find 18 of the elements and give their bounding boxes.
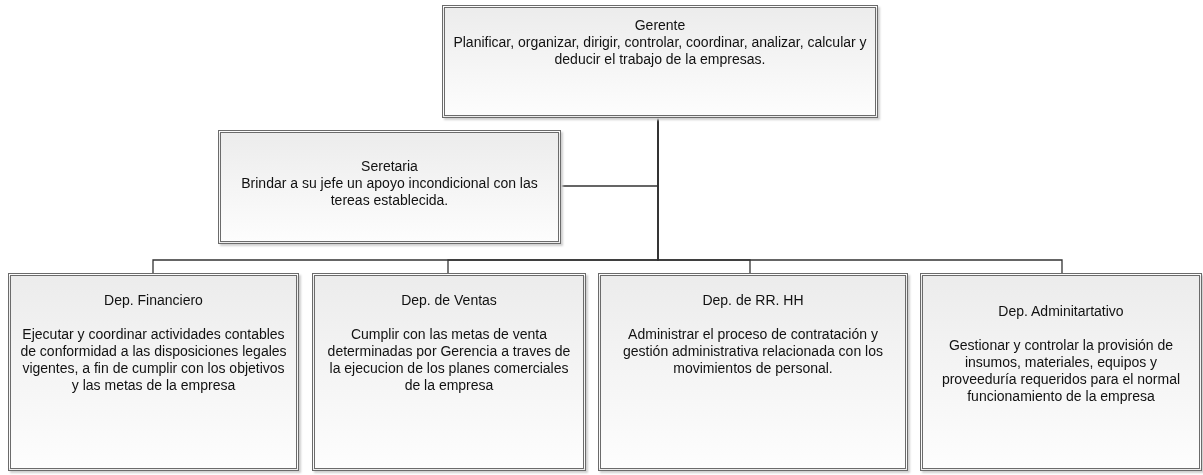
role-title: Dep. de RR. HH	[702, 292, 804, 309]
role-description: Cumplir con las metas de venta determinadas por Gerencia a traves de la ejecucion de los planes comerciales de la empresa	[326, 326, 572, 394]
role-title: Dep. Financiero	[104, 292, 203, 309]
org-chart-box	[312, 273, 586, 471]
org-chart-box	[218, 130, 561, 244]
role-description: Administrar el proceso de contratación y gestión administrativa relacionada con los movimientos de personal.	[622, 326, 884, 377]
role-description: Planificar, organizar, dirigir, controlar, coordinar, analizar, calcular y deducir el trabajo de la empresas.	[452, 34, 868, 68]
role-title: Seretaria	[361, 158, 418, 175]
org-chart-box	[920, 273, 1202, 471]
role-title: Dep. Adminitartativo	[998, 303, 1124, 320]
org-chart-box	[442, 5, 878, 118]
role-description: Brindar a su jefe un apoyo incondicional con las tereas establecida.	[240, 175, 539, 209]
role-description: Gestionar y controlar la provisión de insumos, materiales, equipos y proveeduría requeridos para el normal funcionamiento de la empresa	[940, 337, 1182, 405]
role-title: Gerente	[634, 17, 686, 34]
role-description: Ejecutar y coordinar actividades contables de conformidad a las disposiciones legales vigentes, a fin de cumplir con los objetivos y las metas de la empresa	[19, 326, 288, 394]
role-title: Dep. de Ventas	[401, 292, 497, 309]
org-chart-box	[598, 273, 908, 471]
org-chart-box	[8, 273, 299, 471]
